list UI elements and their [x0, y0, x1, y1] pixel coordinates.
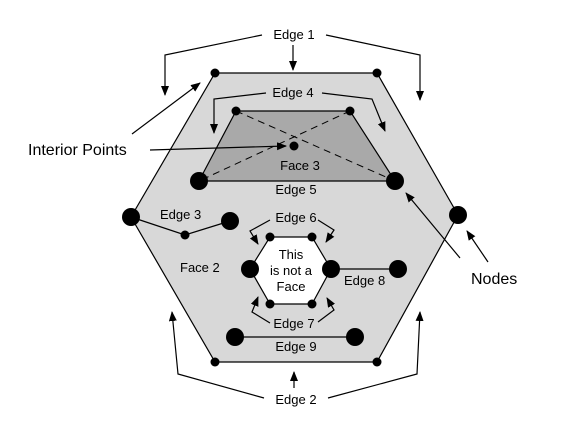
edge-9-label: Edge 9: [275, 339, 316, 354]
node: [122, 208, 140, 226]
vertex-point: [372, 68, 382, 78]
edge-5-label: Edge 5: [275, 182, 316, 197]
face-2-label: Face 2: [180, 260, 220, 275]
node: [386, 172, 404, 190]
vertex-point: [231, 106, 241, 116]
edge-4-label: Edge 4: [272, 85, 313, 100]
vertex-point: [345, 106, 355, 116]
edge-3-label: Edge 3: [160, 207, 201, 222]
node: [389, 260, 407, 278]
node: [449, 206, 467, 224]
dashed-diagonal-1: [235, 110, 396, 182]
edge-7-annotation: [250, 296, 335, 324]
vertex-point: [180, 230, 190, 240]
node: [190, 172, 208, 190]
node: [226, 328, 244, 346]
edge-4-line: [198, 110, 396, 182]
edge-2-label: Edge 2: [275, 392, 316, 407]
vertex-point: [265, 232, 275, 242]
face-3-label: Face 3: [280, 158, 320, 173]
edge-7-label: Edge 7: [273, 316, 314, 331]
edge-6-annotation: [249, 219, 335, 245]
vertex-point: [210, 68, 220, 78]
edge-6-label: Edge 6: [275, 210, 316, 225]
edge-8-label: Edge 8: [344, 273, 385, 288]
interior-points-annotation: [131, 82, 287, 151]
node: [346, 328, 364, 346]
vertex-point: [307, 299, 317, 309]
edge-1-label: Edge 1: [273, 27, 314, 42]
edge-4-annotation: [210, 92, 386, 134]
node: [241, 260, 259, 278]
nodes-group: [122, 172, 467, 346]
vertex-point: [289, 141, 299, 151]
node: [322, 260, 340, 278]
not-a-face-line-3: Face: [277, 279, 306, 294]
vertex-point: [307, 232, 317, 242]
vertex-point: [372, 357, 382, 367]
dashed-diagonal-2: [198, 110, 351, 182]
nodes-annotation: [405, 192, 489, 263]
node: [221, 212, 239, 230]
nodes-label: Nodes: [471, 271, 517, 288]
not-a-face-line-2: is not a: [270, 263, 313, 278]
interior-points-group: [180, 68, 382, 367]
vertex-point: [210, 357, 220, 367]
interior-points-label: Interior Points: [28, 142, 127, 159]
not-a-face-line-1: This: [279, 247, 304, 262]
vertex-point: [265, 299, 275, 309]
edge-2-annotation: [168, 311, 424, 399]
edge-1-annotation: [161, 34, 424, 101]
